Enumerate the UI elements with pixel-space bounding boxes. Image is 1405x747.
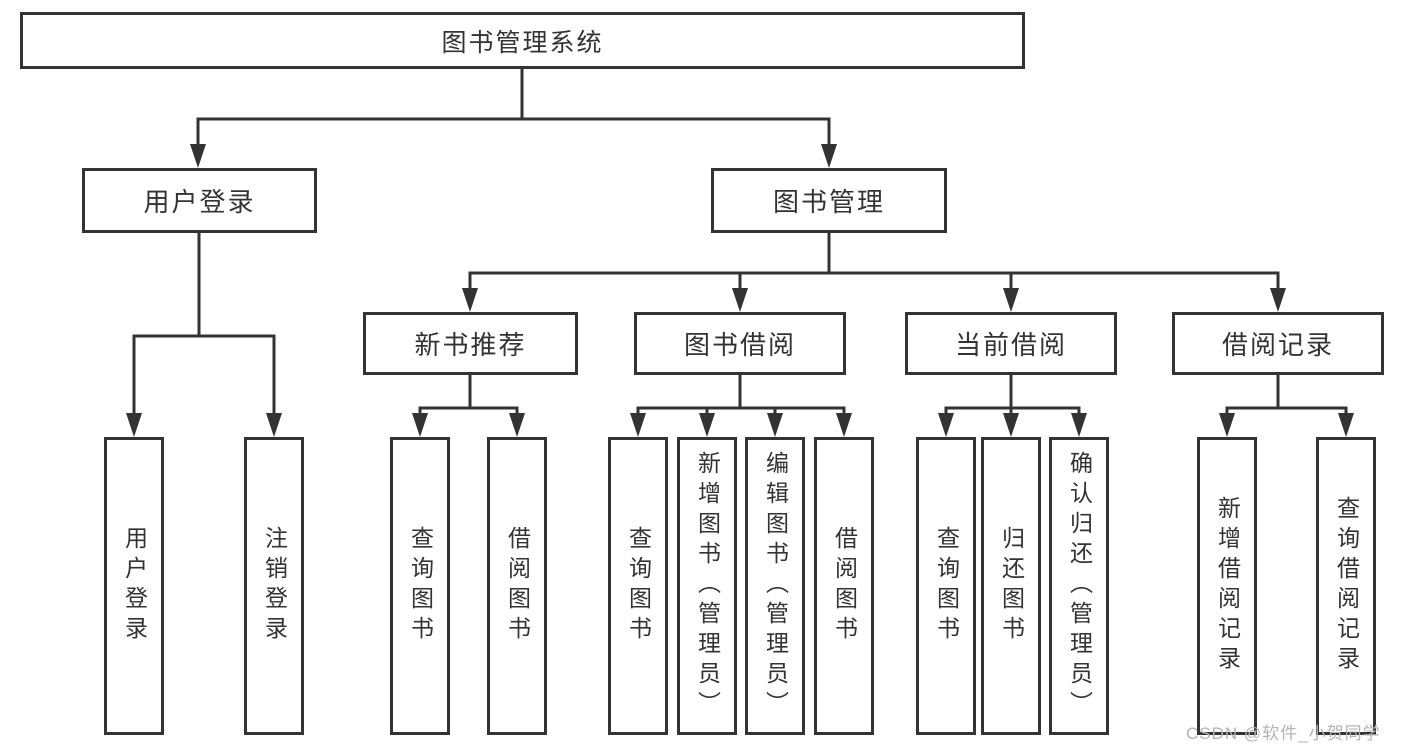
node-label: 图书借阅 — [683, 330, 796, 360]
node-current-borrowing: 当前借阅 — [905, 312, 1117, 375]
node-label: 查询借阅记录 — [1333, 496, 1360, 676]
node-label: 借阅图书 — [831, 526, 858, 646]
node-label: 图书管理 — [772, 187, 885, 217]
node-confirm-return-admin: 确认归还（管理员） — [1049, 437, 1109, 735]
node-query-book-borrowing: 查询图书 — [608, 437, 668, 735]
node-query-book-current: 查询图书 — [916, 437, 976, 735]
node-label: 查询图书 — [933, 526, 960, 646]
node-label: 新增借阅记录 — [1214, 496, 1241, 676]
node-logout-leaf: 注销登录 — [244, 437, 304, 735]
node-label: 借阅图书 — [504, 526, 531, 646]
node-query-book-recommend: 查询图书 — [390, 437, 450, 735]
node-add-book-admin: 新增图书（管理员） — [677, 437, 737, 735]
arrowheads — [126, 144, 1354, 437]
node-label: 编辑图书（管理员） — [762, 451, 789, 721]
node-label: 图书管理系统 — [441, 28, 604, 57]
node-book-borrowing: 图书借阅 — [634, 312, 846, 375]
node-edit-book-admin: 编辑图书（管理员） — [745, 437, 805, 735]
node-label: 查询图书 — [407, 526, 434, 646]
node-label: 新书推荐 — [414, 330, 527, 360]
node-label: 当前借阅 — [954, 330, 1067, 360]
node-query-borrow-record: 查询借阅记录 — [1316, 437, 1376, 735]
node-user-login-leaf: 用户登录 — [104, 437, 164, 735]
node-library-management-system: 图书管理系统 — [20, 12, 1025, 69]
node-label: 查询图书 — [625, 526, 652, 646]
node-label: 归还图书 — [998, 526, 1025, 646]
node-label: 新增图书（管理员） — [694, 451, 721, 721]
node-borrowing-records: 借阅记录 — [1172, 312, 1384, 375]
node-label: 用户登录 — [143, 187, 256, 217]
node-new-book-recommendation: 新书推荐 — [363, 312, 578, 375]
node-label: 用户登录 — [121, 526, 148, 646]
node-book-management: 图书管理 — [711, 168, 947, 233]
node-user-login: 用户登录 — [82, 168, 317, 233]
node-return-book: 归还图书 — [981, 437, 1041, 735]
node-label: 借阅记录 — [1221, 330, 1334, 360]
node-label: 注销登录 — [261, 526, 288, 646]
node-borrow-book-recommend: 借阅图书 — [487, 437, 547, 735]
node-label: 确认归还（管理员） — [1066, 451, 1093, 721]
node-add-borrow-record: 新增借阅记录 — [1197, 437, 1257, 735]
node-borrow-book-leaf: 借阅图书 — [814, 437, 874, 735]
csdn-watermark: CSDN @软件_小贺同学 — [1186, 724, 1381, 743]
